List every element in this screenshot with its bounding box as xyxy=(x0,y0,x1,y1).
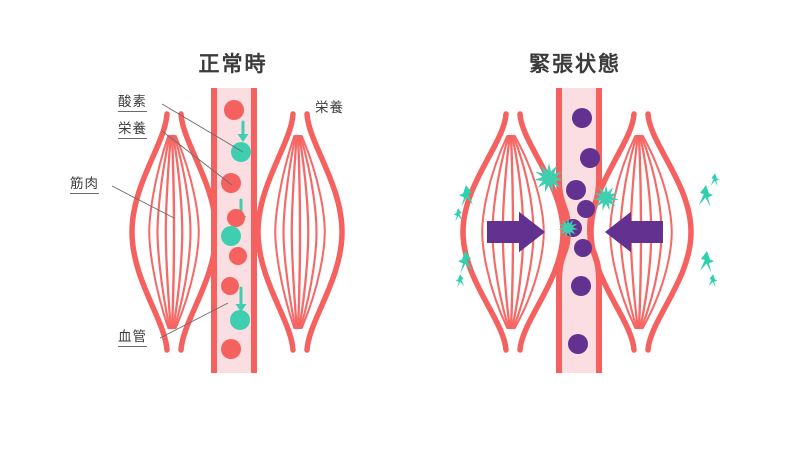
label-nutrient: 栄養 xyxy=(118,117,147,139)
flow-arrow xyxy=(237,120,249,142)
muscle-fiber xyxy=(282,134,297,330)
particle-oxygen xyxy=(229,247,247,265)
panel-tense xyxy=(453,88,720,373)
spark-burst xyxy=(558,218,578,238)
particle-blocked xyxy=(574,239,592,257)
leader-nutrient xyxy=(161,130,233,186)
leader-vessel xyxy=(159,302,229,339)
label-oxygen: 酸素 xyxy=(118,90,147,112)
muscle-fiber xyxy=(274,134,296,330)
panel-title-tense: 緊張状態 xyxy=(529,52,621,76)
label-muscle: 筋肉 xyxy=(70,172,99,194)
vessel-wall-right xyxy=(251,88,257,373)
particle-oxygen xyxy=(227,209,245,227)
muscle-fiber xyxy=(290,134,298,330)
muscle-outline-right xyxy=(645,111,694,353)
lightning-bolt-icon xyxy=(699,185,713,207)
particle-blocked xyxy=(568,334,588,354)
muscle-outline-right xyxy=(304,111,345,353)
particle-blocked xyxy=(580,148,600,168)
muscle-fiber xyxy=(148,134,170,330)
flow-arrow-head xyxy=(235,304,247,312)
label-nutrient_right: 栄養 xyxy=(315,100,344,116)
particle-blocked xyxy=(572,108,592,128)
particle-nutrition xyxy=(231,142,251,162)
particle-oxygen xyxy=(221,277,239,295)
muscle-fiber xyxy=(156,134,171,330)
lightning-bolt-icon xyxy=(459,185,473,207)
particle-blocked xyxy=(566,180,586,200)
lightning-bolt-icon xyxy=(708,274,718,288)
compression-arrow-right xyxy=(487,211,545,253)
muscle-normal-left xyxy=(129,111,219,353)
panel-title-normal: 正常時 xyxy=(198,52,268,76)
compression-arrow-left xyxy=(605,211,663,253)
lightning-bolt-icon xyxy=(710,173,720,187)
muscle-normal-right xyxy=(255,111,345,353)
muscle-fiber xyxy=(296,134,302,330)
muscle-fiber xyxy=(174,134,200,330)
lightning-bolt-icon xyxy=(458,251,472,273)
particle-nutrition xyxy=(221,226,241,246)
particle-nutrition xyxy=(230,310,250,330)
muscle-fiber xyxy=(299,134,318,330)
muscle-outline-left xyxy=(460,111,509,353)
particle-blocked xyxy=(571,276,591,296)
muscle-fiber xyxy=(481,134,509,330)
lightning-bolt-icon xyxy=(700,251,714,273)
label-vessel: 血管 xyxy=(118,325,147,347)
lightning-bolt-icon xyxy=(453,208,463,222)
muscle-fiber xyxy=(641,134,673,330)
muscle-fiber xyxy=(164,134,172,330)
vessel-wall-left xyxy=(211,88,217,373)
muscle-outline-left xyxy=(255,111,296,353)
particle-oxygen xyxy=(224,100,244,120)
muscle-fiber xyxy=(173,134,192,330)
flow-arrow-head xyxy=(237,134,249,142)
muscle-fiber xyxy=(172,134,184,330)
particle-oxygen xyxy=(221,339,241,359)
lightning-bolt-icon xyxy=(455,274,465,288)
panel-normal xyxy=(111,88,345,373)
spark-burst xyxy=(593,185,619,211)
muscle-fiber xyxy=(170,134,176,330)
particle-blocked xyxy=(577,200,595,218)
muscle-fiber xyxy=(298,134,310,330)
leader-oxygen xyxy=(161,103,244,153)
spark-burst xyxy=(534,163,564,193)
muscle-outline-left xyxy=(129,111,170,353)
flow-arrow xyxy=(235,286,247,312)
particle-oxygen xyxy=(221,173,241,193)
leader-muscle xyxy=(111,185,175,219)
muscle-fiber xyxy=(300,134,326,330)
